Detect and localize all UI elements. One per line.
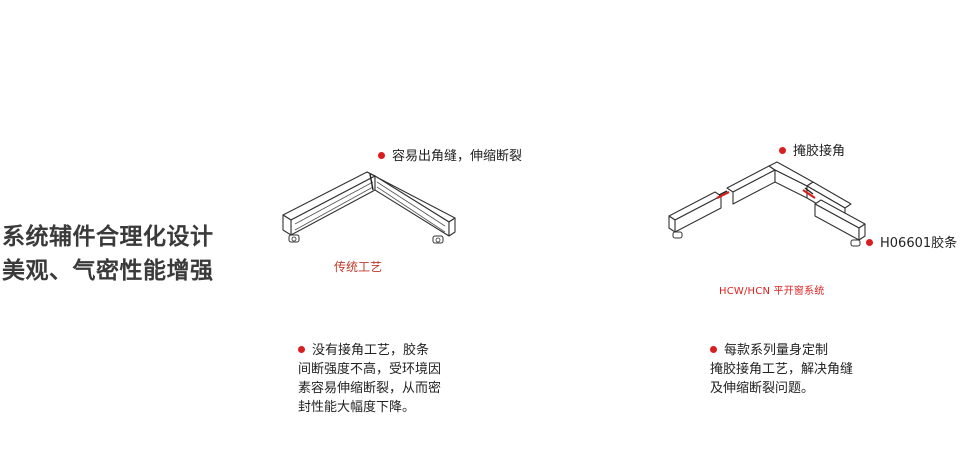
left-desc-line-4: 封性能大幅度下降。 xyxy=(298,400,416,415)
right-callout-side: H06601胶条 xyxy=(866,235,957,252)
right-desc-line-1: 每款系列量身定制 xyxy=(724,343,829,358)
right-callout-top: 掩胶接角 xyxy=(779,143,845,160)
left-desc-line-2: 间断强度不高，受环境因 xyxy=(298,362,442,377)
left-desc-line-1: 没有接角工艺，胶条 xyxy=(312,343,430,358)
traditional-corner-illustration xyxy=(282,171,456,244)
right-description: 每款系列量身定制 掩胶接角工艺，解决角缝 及伸缩断裂问题。 xyxy=(710,341,853,398)
traditional-caption: 传统工艺 xyxy=(334,260,383,274)
left-desc-line-3: 素容易伸缩断裂，从而密 xyxy=(298,381,442,396)
series-label: HCW/HCN 平开窗系统 xyxy=(719,286,825,297)
right-desc-line-3: 及伸缩断裂问题。 xyxy=(710,381,815,396)
right-desc-line-2: 掩胶接角工艺，解决角缝 xyxy=(710,362,854,377)
headline-line-1: 系统辅件合理化设计 xyxy=(2,224,214,250)
bullet-dot-icon xyxy=(710,346,717,353)
bullet-dot-icon xyxy=(779,147,786,154)
gasket-corner-illustration xyxy=(668,161,866,247)
bullet-dot-icon xyxy=(378,152,385,159)
headline-line-2: 美观、气密性能增强 xyxy=(2,258,214,284)
bullet-dot-icon xyxy=(866,239,873,246)
bullet-dot-icon xyxy=(298,346,305,353)
left-callout: 容易出角缝，伸缩断裂 xyxy=(378,148,522,165)
headline: 系统辅件合理化设计 美观、气密性能增强 xyxy=(2,220,252,288)
left-description: 没有接角工艺，胶条 间断强度不高，受环境因 素容易伸缩断裂，从而密 封性能大幅度… xyxy=(298,341,441,417)
